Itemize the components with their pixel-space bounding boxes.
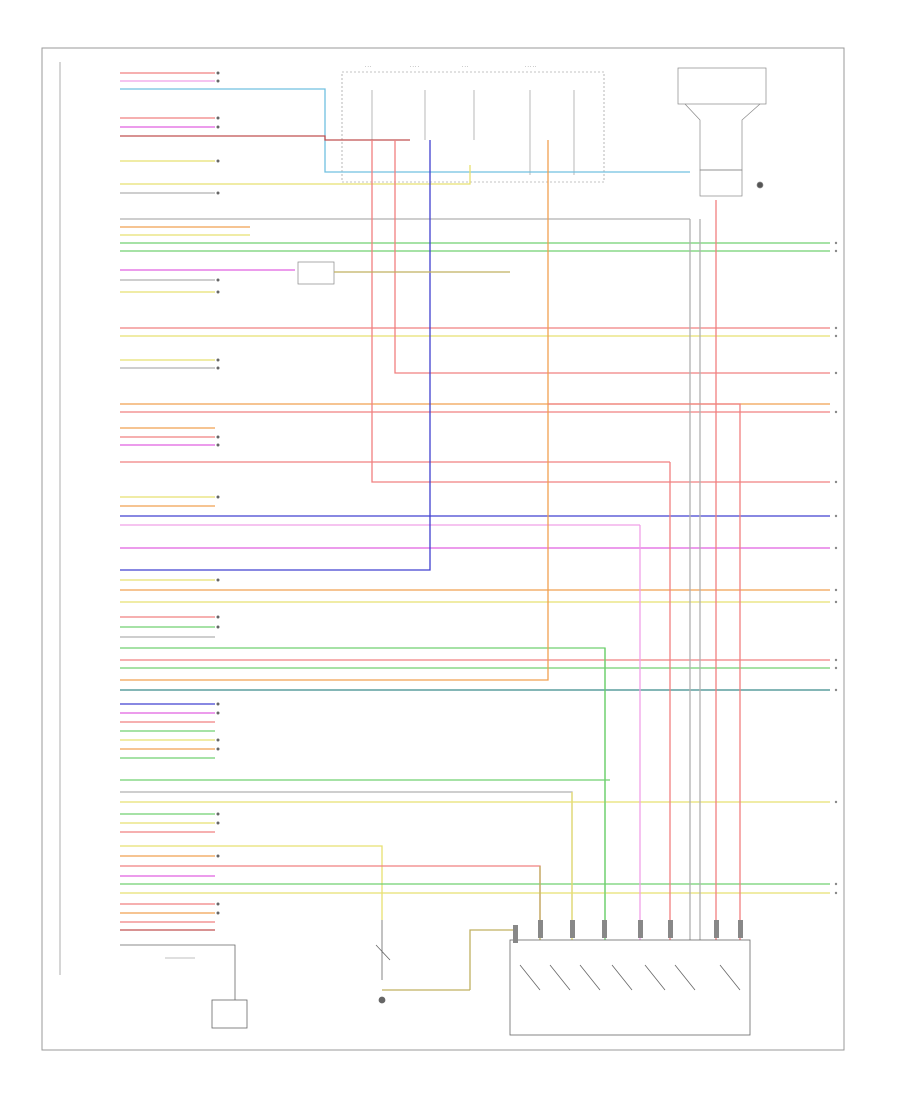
harness-wires [120,72,830,931]
mid-relay-component [297,261,510,285]
brake-switch [375,920,470,1004]
bottom-connector-bank [509,939,751,1036]
diagram-border [41,47,845,1051]
svg-text:· · · · ·: · · · · · [525,64,536,69]
svg-text:· · ·: · · · [365,64,371,69]
svg-text:· · · ·: · · · · [410,64,419,69]
drop-connector-bodies [513,920,743,943]
antenna-module [120,944,248,1029]
connector-pins [216,71,220,915]
top-right-module [677,67,767,197]
svg-text:· · ·: · · · [462,64,468,69]
vertical-drop-wires [469,200,741,990]
fuse-relay-block: · · · · · · · · · · · · · · · [341,64,605,183]
right-edge-terminals [834,241,838,895]
